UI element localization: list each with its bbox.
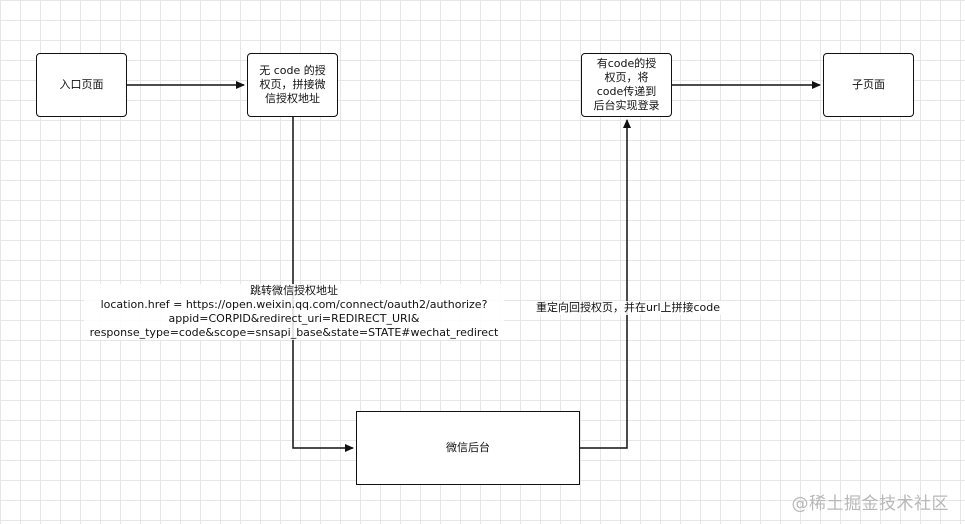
node-child-page: 子页面 [823, 53, 914, 117]
node-entry-page: 入口页面 [36, 53, 127, 117]
node-auth-page-no-code: 无 code 的授 权页，拼接微 信授权地址 [247, 53, 338, 117]
watermark: @稀土掘金技术社区 [791, 494, 949, 514]
edge-label-redirect-back: 重定向回授权页，并在url上拼接code [528, 301, 728, 315]
edge-auth-to-wechat [292, 117, 354, 452]
edge-wechat-to-auth-code [580, 119, 631, 449]
edge-label-redirect-to-wechat: 跳转微信授权地址 location.href = https://open.we… [84, 284, 504, 340]
node-wechat-backend: 微信后台 [356, 411, 580, 485]
node-auth-page-with-code: 有code的授 权页，将 code传递到 后台实现登录 [581, 53, 672, 117]
